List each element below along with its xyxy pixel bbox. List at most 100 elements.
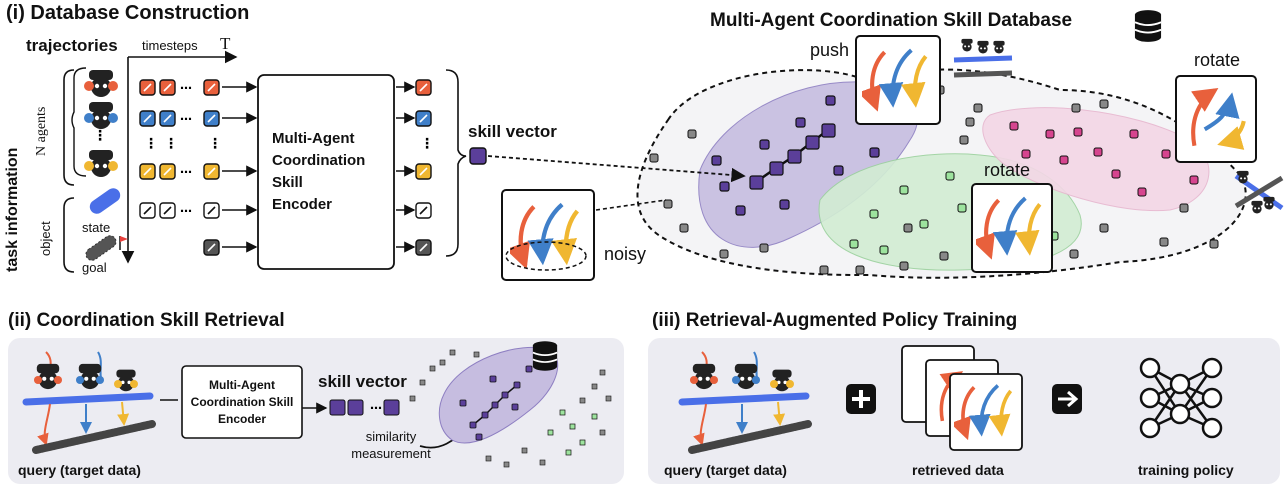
mini-gray-point bbox=[605, 395, 612, 402]
purple-point bbox=[787, 149, 802, 164]
arrow-right-icon bbox=[1052, 384, 1082, 414]
gray-point bbox=[903, 223, 913, 233]
gray-point bbox=[899, 261, 909, 271]
noisy-highlight bbox=[505, 241, 587, 271]
pink-point bbox=[1189, 175, 1199, 185]
pink-point bbox=[1045, 129, 1055, 139]
trajectory-square bbox=[203, 239, 220, 256]
mini-green-point bbox=[547, 429, 554, 436]
green-point bbox=[957, 203, 967, 213]
purple-point bbox=[759, 139, 770, 150]
mini-gray-point bbox=[485, 455, 492, 462]
skill-vector-ii: ⋯ bbox=[329, 399, 400, 416]
section-title-ii: (ii) Coordination Skill Retrieval bbox=[8, 310, 285, 331]
mini-purple-point bbox=[459, 399, 467, 407]
object-state-shape bbox=[89, 188, 121, 214]
trajectory-square bbox=[139, 110, 156, 127]
green-point bbox=[899, 185, 909, 195]
gray-point bbox=[1069, 249, 1079, 259]
push-skill-card bbox=[855, 35, 941, 125]
mini-gray-point bbox=[429, 365, 436, 372]
task-information-label: task information bbox=[4, 147, 21, 272]
trajectories-label: trajectories bbox=[26, 36, 118, 55]
svg-text:⋯: ⋯ bbox=[370, 401, 382, 415]
pink-point bbox=[1073, 127, 1083, 137]
output-square bbox=[415, 239, 432, 256]
output-square bbox=[415, 79, 432, 96]
trajectory-axes bbox=[121, 50, 238, 264]
encoder-label-ii: Multi-Agent Coordination Skill Encoder bbox=[182, 366, 302, 438]
goal-label: goal bbox=[82, 260, 107, 275]
n-agents-label: N agents bbox=[34, 106, 49, 156]
trajectory-square bbox=[203, 202, 220, 219]
rotate-skill-card-mid bbox=[971, 183, 1053, 273]
trajectory-square bbox=[159, 202, 176, 219]
mini-purple-point bbox=[511, 403, 519, 411]
output-square bbox=[415, 163, 432, 180]
noisy-link bbox=[595, 199, 667, 211]
gray-point bbox=[687, 129, 697, 139]
ellipsis: ⋯ bbox=[180, 112, 192, 126]
output-square bbox=[415, 202, 432, 219]
encoder-label: Multi-Agent Coordination Skill Encoder bbox=[258, 75, 394, 269]
gray-point bbox=[939, 251, 949, 261]
ellipsis: ⋮ bbox=[164, 135, 178, 151]
purple-point bbox=[833, 165, 844, 176]
purple-point bbox=[769, 161, 784, 176]
rotate-label-top: rotate bbox=[1194, 50, 1241, 70]
noisy-skill-card bbox=[501, 189, 595, 281]
pink-point bbox=[1111, 169, 1121, 179]
timesteps-label: timesteps bbox=[142, 38, 198, 53]
mini-green-point bbox=[569, 423, 576, 430]
mini-gray-point bbox=[591, 383, 598, 390]
trajectory-square bbox=[203, 110, 220, 127]
trajectory-square bbox=[159, 163, 176, 180]
svg-text:⋮: ⋮ bbox=[93, 127, 107, 143]
ellipsis: ⋮ bbox=[420, 135, 434, 151]
trajectory-square bbox=[139, 79, 156, 96]
pink-point bbox=[1009, 121, 1019, 131]
purple-point bbox=[749, 175, 764, 190]
gray-point bbox=[663, 199, 673, 209]
plus-icon bbox=[846, 384, 876, 414]
green-point bbox=[945, 171, 955, 181]
encoder-box-ii bbox=[181, 365, 303, 439]
task-info-bracket bbox=[63, 67, 87, 273]
retrieved-label: retrieved data bbox=[912, 462, 1004, 478]
mini-green-point bbox=[591, 413, 598, 420]
trajectory-square bbox=[203, 79, 220, 96]
mini-green-point bbox=[565, 449, 572, 456]
encoder-ii-line-2: Coordination Skill bbox=[190, 394, 294, 409]
gray-point bbox=[1209, 239, 1219, 249]
similarity-line-2: measurement bbox=[351, 446, 431, 461]
mini-gray-point bbox=[419, 379, 426, 386]
training-label: training policy bbox=[1138, 462, 1234, 478]
mini-gray-point bbox=[599, 429, 606, 436]
similarity-line-1: similarity bbox=[365, 429, 417, 444]
mini-purple-point bbox=[481, 411, 489, 419]
mini-gray-point bbox=[409, 395, 416, 402]
mini-gray-point bbox=[579, 397, 586, 404]
mini-gray-point bbox=[473, 351, 480, 358]
gray-point bbox=[759, 243, 769, 253]
mini-purple-point bbox=[489, 375, 497, 383]
object-goal-shape bbox=[85, 235, 117, 261]
mini-purple-point bbox=[469, 421, 477, 429]
retrieved-cards bbox=[901, 345, 1023, 451]
mini-gray-point bbox=[503, 461, 510, 468]
similarity-label: similarity measurement bbox=[346, 428, 436, 462]
gray-point bbox=[719, 249, 729, 259]
encoder-line-2: Coordination bbox=[272, 152, 366, 169]
object-label: object bbox=[38, 221, 53, 256]
mini-purple-point bbox=[525, 365, 533, 373]
purple-point bbox=[711, 155, 722, 166]
t-symbol: T bbox=[220, 34, 231, 53]
purple-point bbox=[735, 205, 746, 216]
mini-gray-point bbox=[599, 369, 606, 376]
encoder-line-4: Encoder bbox=[272, 196, 333, 213]
purple-point bbox=[825, 95, 836, 106]
section-title-iii: (iii) Retrieval-Augmented Policy Trainin… bbox=[652, 310, 1018, 331]
ellipsis: ⋮ bbox=[144, 135, 158, 151]
gray-point bbox=[1071, 103, 1081, 113]
